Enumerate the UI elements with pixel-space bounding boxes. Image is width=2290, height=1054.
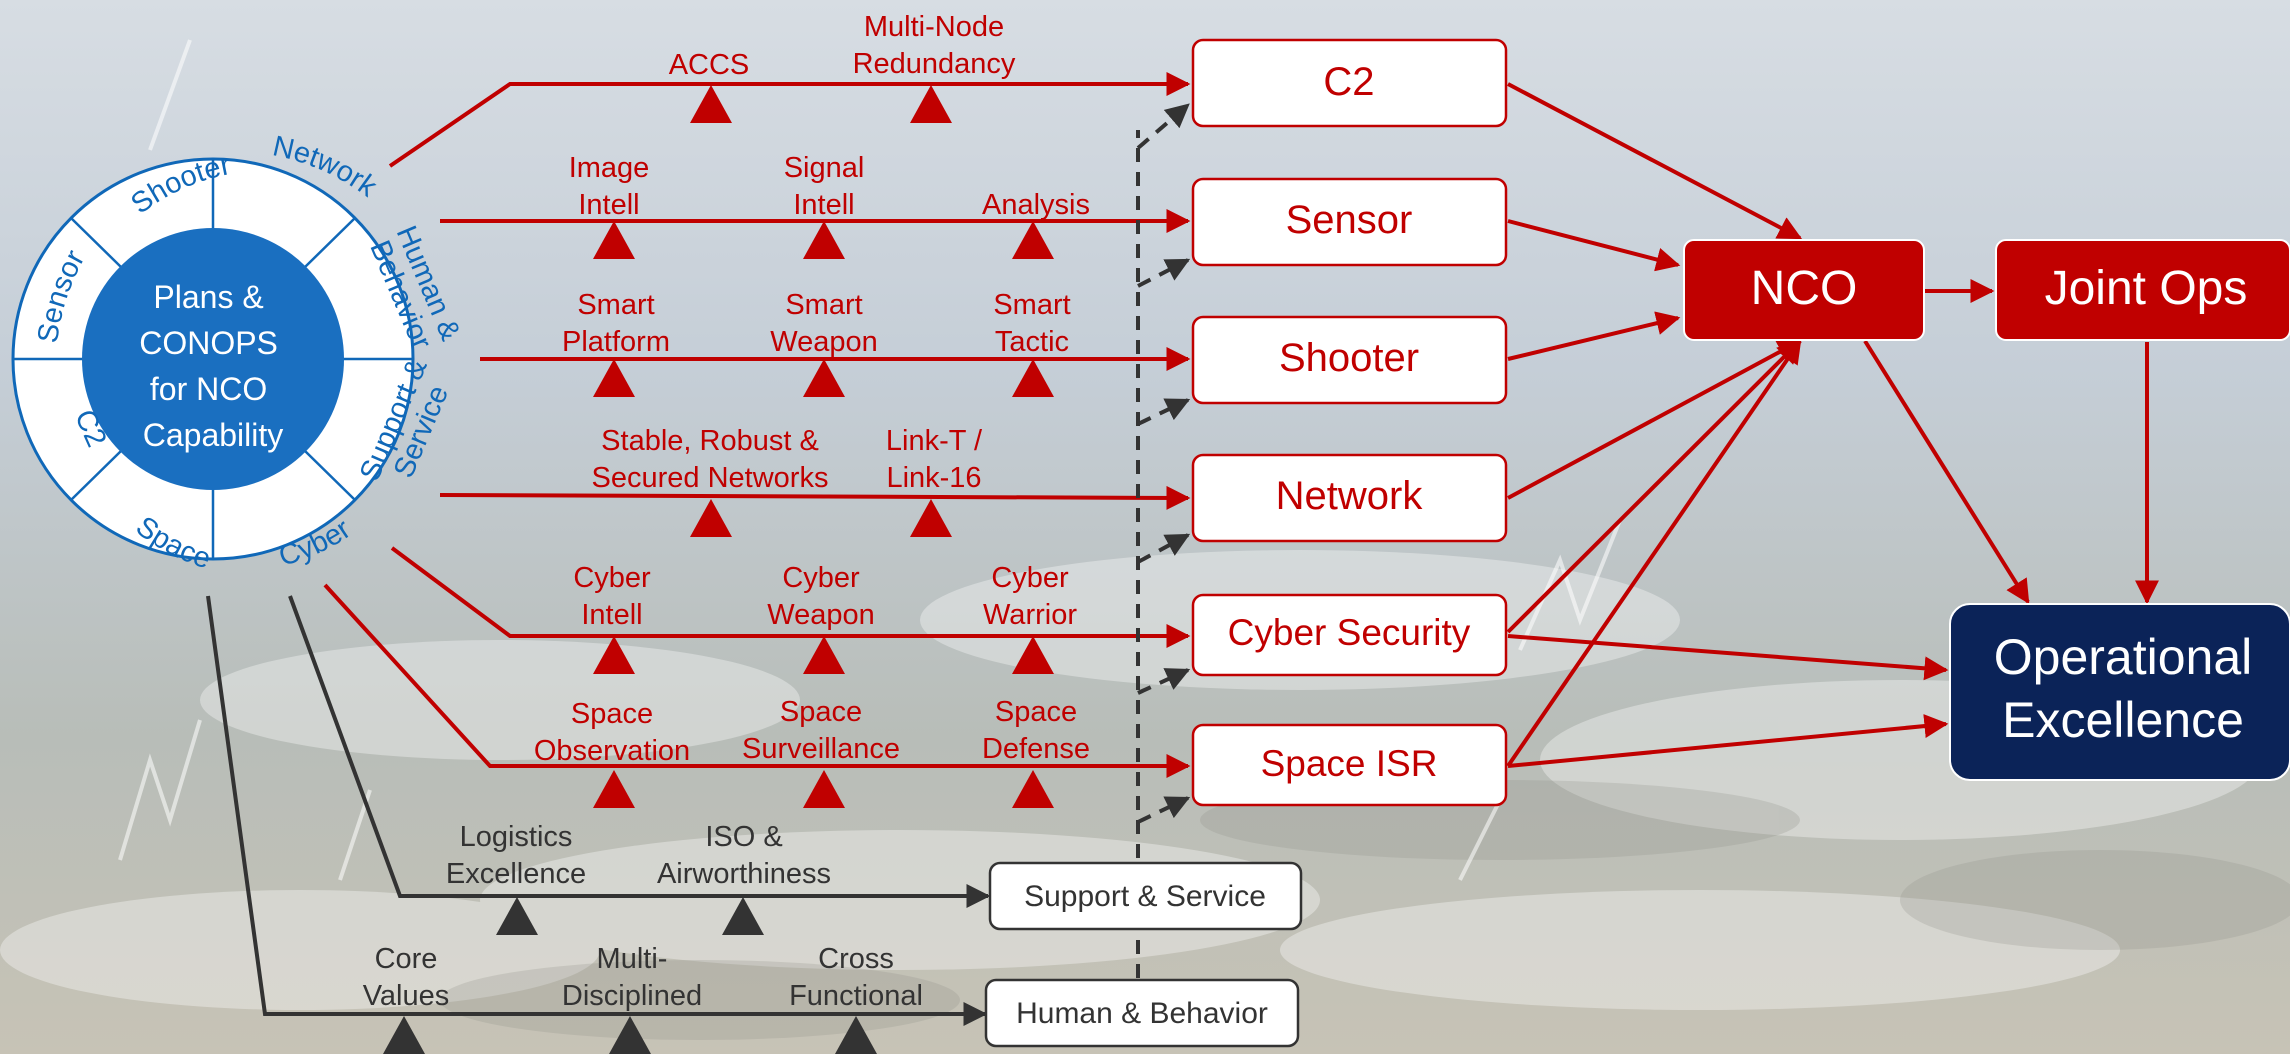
triangle-network-2: [910, 499, 952, 537]
arrow-nco-excellence: [1863, 339, 2030, 605]
triangle-space-1: [593, 770, 635, 808]
triangle-space-3: [1012, 770, 1054, 808]
triangle-network-1: [690, 499, 732, 537]
enabler-iso-airworthiness: ISO &Airworthiness: [657, 821, 831, 890]
triangle-shooter-3: [1012, 359, 1054, 397]
svg-text:Network: Network: [1276, 474, 1424, 518]
enabler-analysis: Analysis: [982, 189, 1090, 221]
triangle-space-2: [803, 770, 845, 808]
box-joint-ops: Joint Ops: [1995, 239, 2290, 341]
triangle-shooter-2: [803, 359, 845, 397]
connector-support: [288, 595, 991, 908]
arrow-c2-nco: [1507, 82, 1803, 240]
enabler-multi-disciplined: Multi-Disciplined: [562, 943, 702, 1012]
svg-text:Space ISR: Space ISR: [1261, 743, 1438, 784]
box-space-isr: Space ISR: [1191, 723, 1508, 807]
capability-wheel: Plans & CONOPS for NCO Capability Shoote…: [11, 130, 466, 576]
triangle-human-2: [609, 1016, 651, 1054]
enabler-accs: ACCS: [669, 49, 750, 81]
connector-human: [206, 595, 988, 1026]
triangle-c2-2: [910, 85, 952, 123]
wheel-core: [82, 228, 344, 490]
triangle-support-1: [496, 897, 538, 935]
arrow-shooter-nco: [1507, 311, 1681, 361]
svg-text:Human & Behavior: Human & Behavior: [1016, 997, 1268, 1030]
arrow-space-nco: [1506, 339, 1802, 768]
enabler-link-t-link-16: Link-T /Link-16: [886, 425, 983, 494]
connector-cyber: [390, 546, 1191, 648]
connector-space: [323, 583, 1191, 778]
svg-text:Sensor: Sensor: [1286, 198, 1413, 242]
svg-text:NCO: NCO: [1751, 262, 1858, 315]
triangle-support-2: [722, 897, 764, 935]
wheel-core-text: Plans & CONOPS for NCO Capability: [139, 279, 287, 453]
box-sensor: Sensor: [1191, 177, 1508, 267]
connector-c2: [388, 72, 1191, 168]
arrow-cyber-excellence: [1507, 634, 1949, 681]
triangle-sensor-2: [803, 221, 845, 259]
box-human-behavior: Human & Behavior: [984, 978, 1300, 1048]
box-shooter: Shooter: [1191, 315, 1508, 405]
dashed-arrow-cyber: [1137, 668, 1191, 695]
dashed-arrow-shooter: [1137, 398, 1191, 426]
dashed-arrow-network: [1137, 533, 1191, 564]
arrow-cyber-nco: [1506, 339, 1802, 634]
triangle-cyber-2: [803, 636, 845, 674]
svg-text:Cyber Security: Cyber Security: [1228, 612, 1471, 653]
dashed-arrow-sensor: [1137, 258, 1191, 288]
triangle-sensor-1: [593, 221, 635, 259]
box-support-service: Support & Service: [988, 861, 1303, 931]
svg-text:Support & Service: Support & Service: [1024, 880, 1266, 913]
box-c2: C2: [1191, 38, 1508, 128]
triangle-shooter-1: [593, 359, 635, 397]
triangle-sensor-3: [1012, 221, 1054, 259]
enabler-secured-networks: Stable, Robust &Secured Networks: [592, 425, 829, 494]
connector-network: [439, 485, 1191, 510]
arrow-network-nco: [1507, 339, 1803, 500]
dashed-arrow-c2: [1136, 103, 1190, 150]
box-cyber-security: Cyber Security: [1191, 593, 1508, 677]
svg-text:C2: C2: [1323, 60, 1374, 104]
box-nco: NCO: [1683, 239, 1925, 341]
triangle-cyber-1: [593, 636, 635, 674]
arrow-sensor-nco: [1507, 219, 1681, 272]
triangle-human-3: [835, 1016, 877, 1054]
dashed-arrow-space: [1137, 796, 1191, 824]
triangle-c2-1: [690, 85, 732, 123]
triangle-cyber-3: [1012, 636, 1054, 674]
svg-text:Joint Ops: Joint Ops: [2045, 262, 2248, 315]
triangle-human-1: [383, 1016, 425, 1054]
svg-text:Shooter: Shooter: [1279, 336, 1419, 380]
arrow-space-excellence: [1507, 714, 1949, 768]
box-network: Network: [1191, 453, 1508, 543]
